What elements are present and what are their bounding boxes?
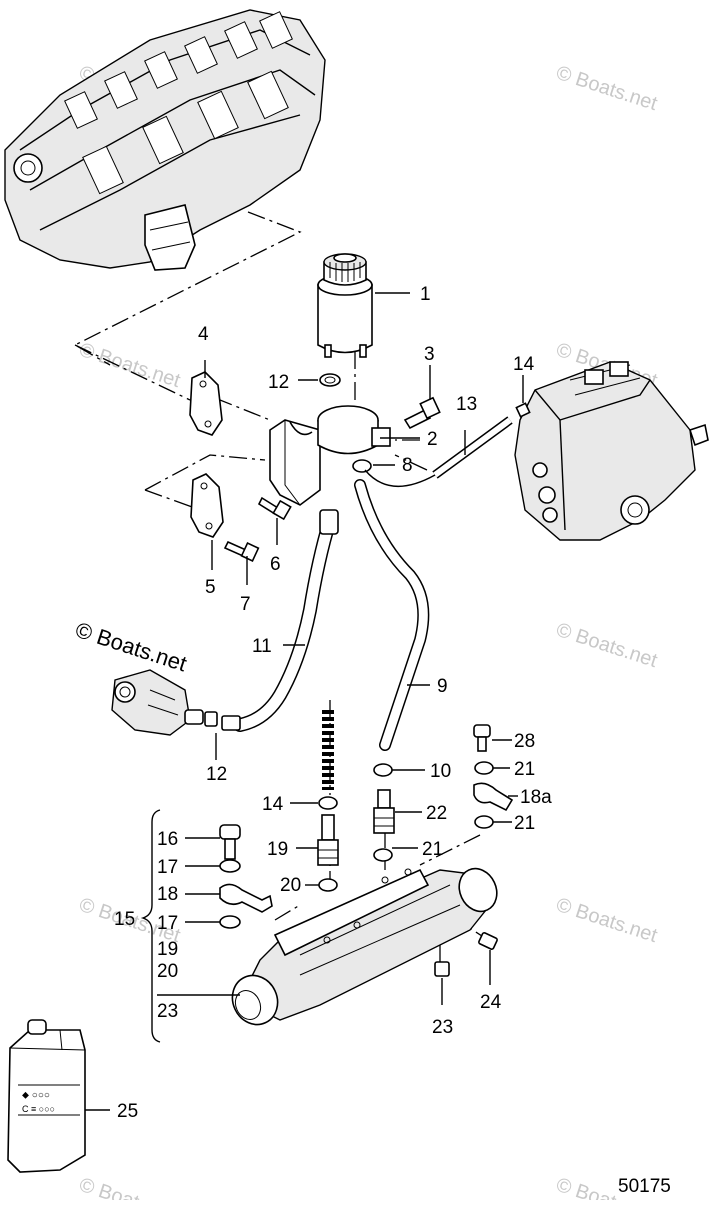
- callout-21-top: 21: [514, 759, 535, 780]
- callout-17-top: 17: [157, 857, 178, 878]
- callout-8: 8: [402, 455, 413, 476]
- callout-12-top: 12: [268, 372, 289, 393]
- callout-2: 2: [427, 429, 438, 450]
- callout-3: 3: [424, 344, 435, 365]
- callout-28: 28: [514, 731, 535, 752]
- callout-20-group: 20: [157, 961, 178, 982]
- callout-22: 22: [426, 803, 447, 824]
- callout-7: 7: [240, 594, 251, 615]
- gasket-icon: [189, 371, 224, 538]
- callout-1: 1: [420, 284, 431, 305]
- callout-14-top: 14: [513, 354, 535, 375]
- callout-11: 11: [252, 636, 272, 657]
- callout-15: 15: [114, 909, 135, 930]
- hose-icon: [233, 416, 513, 751]
- callout-18: 18: [157, 884, 178, 905]
- watermark: © Boats.net: [553, 62, 660, 115]
- watermark: © Boats.net: [553, 619, 660, 672]
- bracket-icon: [269, 419, 321, 506]
- cylinder-head-icon: [4, 9, 326, 271]
- container-label-mark: C ≡ ○○○: [22, 1104, 55, 1114]
- callout-21-right: 21: [514, 813, 535, 834]
- callout-labels: 1 2 3 4 5 6 7 8 9 10 11 12 12 13 14 14 1…: [114, 284, 552, 1122]
- callout-16: 16: [157, 829, 178, 850]
- callout-21-center: 21: [422, 839, 443, 860]
- clamp-icon: [319, 373, 372, 473]
- callout-24: 24: [480, 992, 502, 1013]
- callout-23-group: 23: [157, 1001, 178, 1022]
- cooler-icon: [231, 867, 498, 1026]
- reservoir-icon: [317, 253, 373, 358]
- watermark: © Boats.net: [72, 617, 189, 676]
- callout-14-bottom: 14: [262, 794, 284, 815]
- callout-5: 5: [205, 577, 216, 598]
- callout-25: 25: [117, 1101, 138, 1122]
- callout-10: 10: [430, 761, 451, 782]
- watermark: © Boats.net: [553, 894, 660, 947]
- callout-20: 20: [280, 875, 301, 896]
- clamp-icon: [317, 405, 391, 455]
- container-label-mark: ⬥ ○○○: [22, 1090, 50, 1101]
- injection-pump-icon: [514, 361, 709, 541]
- callout-19-group: 19: [157, 939, 178, 960]
- callout-9: 9: [437, 676, 448, 697]
- callout-12-bottom: 12: [206, 764, 227, 785]
- fluid-container-icon: ⬥ ○○○ C ≡ ○○○: [7, 1019, 86, 1173]
- callout-23: 23: [432, 1017, 453, 1038]
- figure-number: 50175: [618, 1176, 671, 1197]
- bolt-icon: [223, 396, 441, 562]
- power-steering-pump-icon: [111, 669, 241, 736]
- watermark: © Boats.net: [76, 339, 183, 392]
- callout-19: 19: [267, 839, 288, 860]
- callout-6: 6: [270, 554, 281, 575]
- leader-lines: [85, 292, 524, 1111]
- fitting-icon: [219, 724, 514, 929]
- callout-18a: 18a: [520, 787, 552, 808]
- callout-4: 4: [198, 324, 209, 345]
- callout-17-bottom: 17: [157, 913, 178, 934]
- callout-13: 13: [456, 394, 477, 415]
- watermark: © Boats.net: [76, 1174, 183, 1200]
